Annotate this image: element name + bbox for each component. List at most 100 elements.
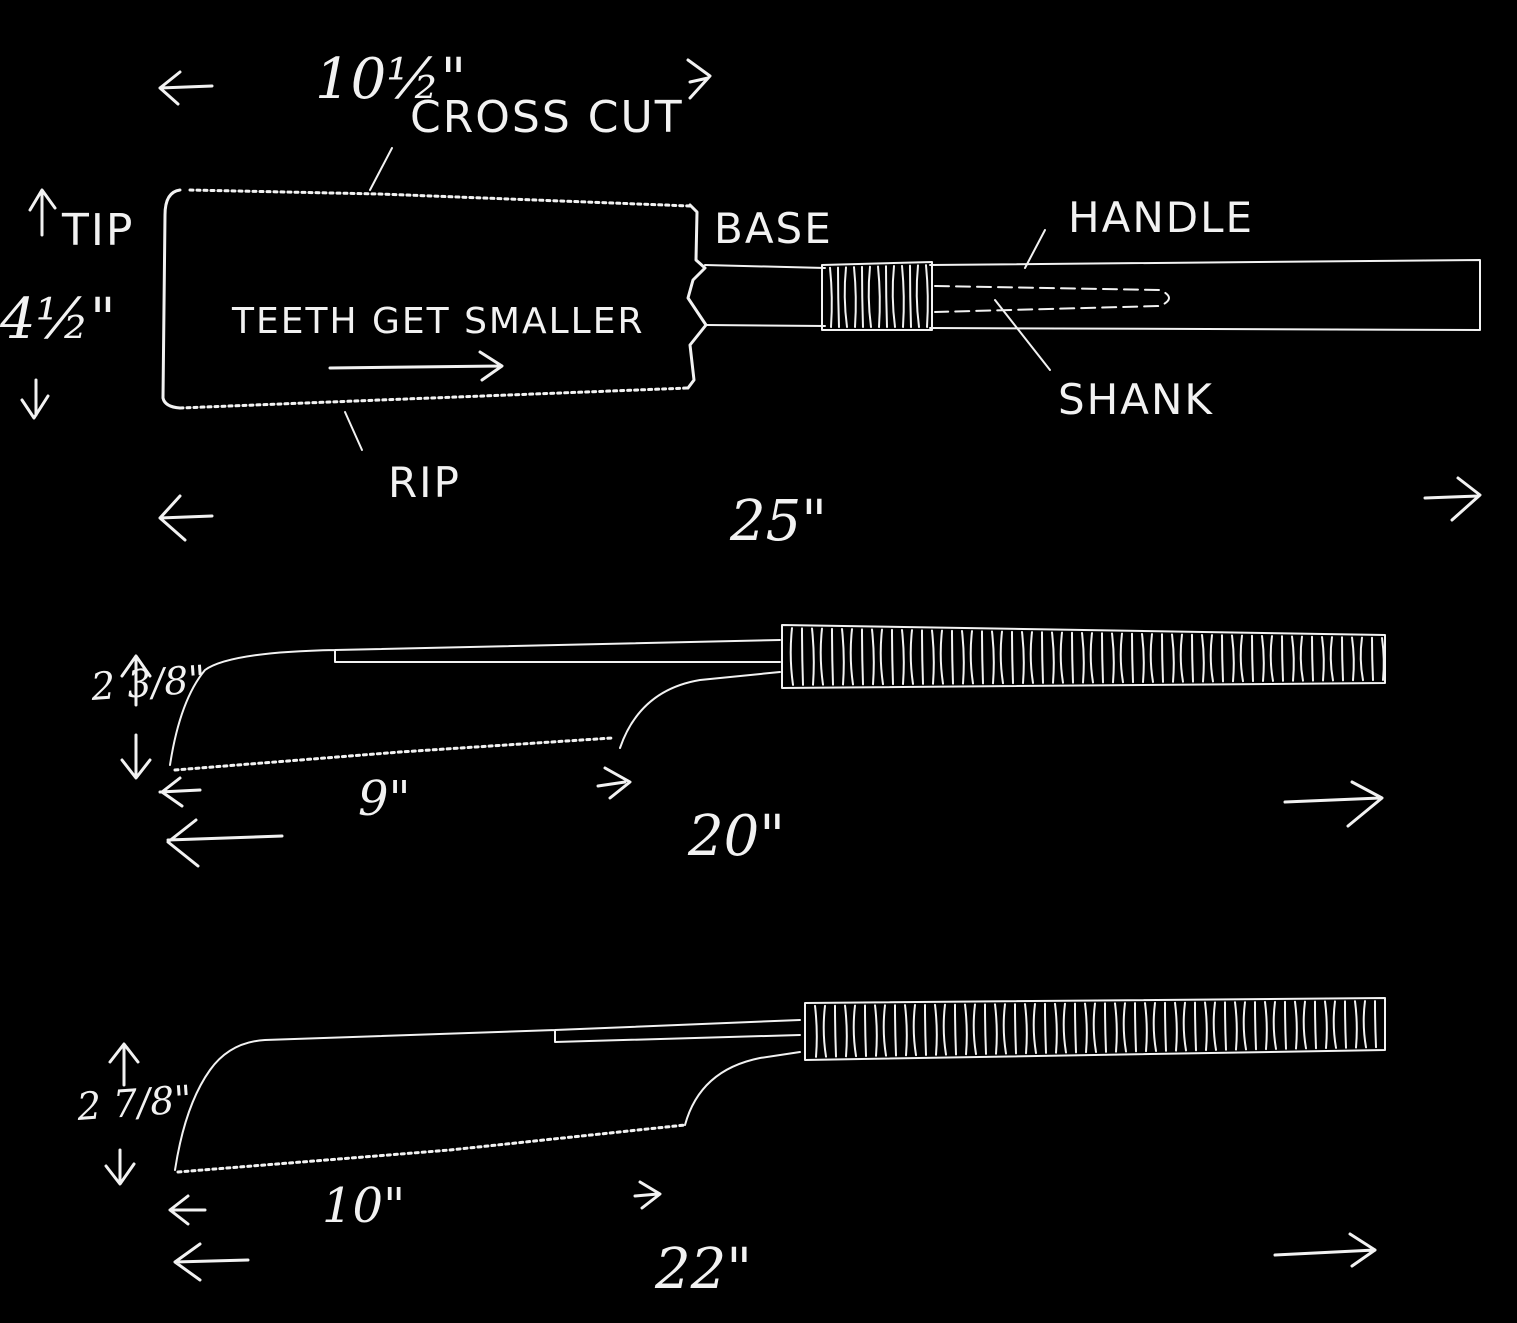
saw3-blade-outline xyxy=(174,1019,801,1171)
wrap-line xyxy=(882,1004,887,1057)
wrap-line xyxy=(829,266,833,328)
wrap-line xyxy=(1251,634,1254,683)
saw3-dim-blade-arrows xyxy=(168,1180,662,1226)
saw1-handle xyxy=(929,259,1481,331)
saw2-dim-total-arrows xyxy=(166,780,1384,868)
saw3-dim-total-arrows xyxy=(173,1232,1377,1282)
wrap-line xyxy=(871,628,875,686)
wrap-line xyxy=(1021,630,1025,685)
saw2-blade-outline xyxy=(169,639,781,766)
saw3-teeth xyxy=(176,1123,687,1174)
wrap-line xyxy=(1062,1002,1067,1054)
wrap-line xyxy=(1291,635,1295,682)
wrap-line xyxy=(861,628,864,686)
saw2-dim-width-arrows xyxy=(120,654,152,780)
wrap-line xyxy=(1104,1002,1107,1053)
wrap-outline xyxy=(821,261,933,331)
saw1-neck xyxy=(704,264,826,327)
wrap-line xyxy=(814,1004,818,1058)
wrap-line xyxy=(1269,635,1274,682)
wrap-line xyxy=(1321,635,1325,682)
saw1-dim-total-length: 25" xyxy=(729,489,827,554)
wrap-line xyxy=(909,264,912,328)
wrap-line xyxy=(837,266,840,328)
wrap-line xyxy=(912,1004,917,1057)
wrap-line xyxy=(1174,1001,1178,1052)
wrap-line xyxy=(1002,1003,1007,1055)
wrap-line xyxy=(984,1003,987,1055)
wrap-line xyxy=(1302,1000,1307,1050)
wrap-line xyxy=(1314,1000,1317,1050)
wrap-line xyxy=(879,628,884,686)
wrap-line xyxy=(853,266,857,328)
wrap-line xyxy=(901,264,905,328)
wrap-line xyxy=(1204,1001,1208,1052)
saw1-dim-blade-arrows xyxy=(158,58,712,106)
wrap-line xyxy=(1272,1000,1277,1050)
wrap-line xyxy=(877,265,881,328)
wrap-line xyxy=(1111,632,1115,684)
saw1-leader-shank xyxy=(994,299,1051,371)
wrap-line xyxy=(1149,633,1154,683)
saw1-label-shank: SHANK xyxy=(1058,375,1214,424)
wrap-line xyxy=(972,1003,977,1056)
wrap-line xyxy=(1239,634,1244,683)
saw3-dim-blade-length: 10" xyxy=(322,1178,405,1234)
wrap-line xyxy=(1221,634,1224,683)
saw1-label-teeth: TEETH GET SMALLER xyxy=(231,301,644,342)
saw2-dim-blade-length: 9" xyxy=(358,771,411,827)
saw1-leader-rip xyxy=(344,411,363,451)
saw1-teeth-arrow xyxy=(328,350,504,382)
wrap-line xyxy=(1351,636,1355,682)
wrap-line xyxy=(1014,1003,1017,1055)
wrap-line xyxy=(1029,631,1034,684)
wrap-line xyxy=(831,627,834,686)
saw3-handle-wrap xyxy=(804,997,1386,1061)
wrap-line xyxy=(811,627,815,686)
wrap-line xyxy=(1041,631,1044,684)
saw1-label-handle: HANDLE xyxy=(1068,193,1254,242)
wrap-line xyxy=(1032,1003,1037,1055)
wrap-line xyxy=(1059,631,1064,684)
wrap-line xyxy=(1092,1002,1097,1053)
saw3-dim-blade-width: 2 7/8" xyxy=(75,1077,194,1129)
wrap-line xyxy=(1071,631,1074,684)
saw3-dim-width-arrows xyxy=(104,1042,140,1186)
saw2-teeth xyxy=(173,736,614,772)
wrap-line xyxy=(999,630,1004,685)
wrap-line xyxy=(934,1003,938,1056)
wrap-line xyxy=(924,1003,927,1056)
wrap-line xyxy=(969,630,974,685)
saw1-label-base: BASE xyxy=(714,204,833,253)
wrap-line xyxy=(1329,636,1334,682)
wrap-line xyxy=(1374,1000,1377,1049)
wrap-line xyxy=(1074,1002,1077,1054)
wrap-line xyxy=(894,1004,897,1057)
wrap-line xyxy=(1171,633,1175,683)
wrap-line xyxy=(1152,1001,1157,1052)
saw1-leader-crosscut xyxy=(369,147,393,191)
wrap-line xyxy=(939,629,944,685)
wrap-line xyxy=(834,1004,837,1058)
wrap-line xyxy=(885,265,888,328)
saw2-dim-total-length: 20" xyxy=(687,804,785,869)
wrap-line xyxy=(1362,1000,1367,1049)
wrap-line xyxy=(1179,633,1184,683)
wrap-line xyxy=(1299,635,1304,682)
saw1-label-cross-cut: CROSS CUT xyxy=(410,92,684,143)
wrap-line xyxy=(1161,633,1164,683)
wrap-line xyxy=(925,264,929,328)
wrap-line xyxy=(1381,636,1385,682)
wrap-line xyxy=(1131,632,1134,684)
saw1-label-rip: RIP xyxy=(388,458,461,507)
wrap-line xyxy=(1044,1002,1047,1054)
wrap-line xyxy=(1324,1000,1328,1050)
wrap-line xyxy=(991,630,995,685)
wrap-line xyxy=(844,1004,848,1058)
wrap-line xyxy=(942,1003,947,1056)
wrap-line xyxy=(954,1003,957,1056)
wrap-line xyxy=(1051,631,1055,684)
saw1-collar xyxy=(821,261,933,331)
wrap-line xyxy=(1294,1000,1298,1050)
